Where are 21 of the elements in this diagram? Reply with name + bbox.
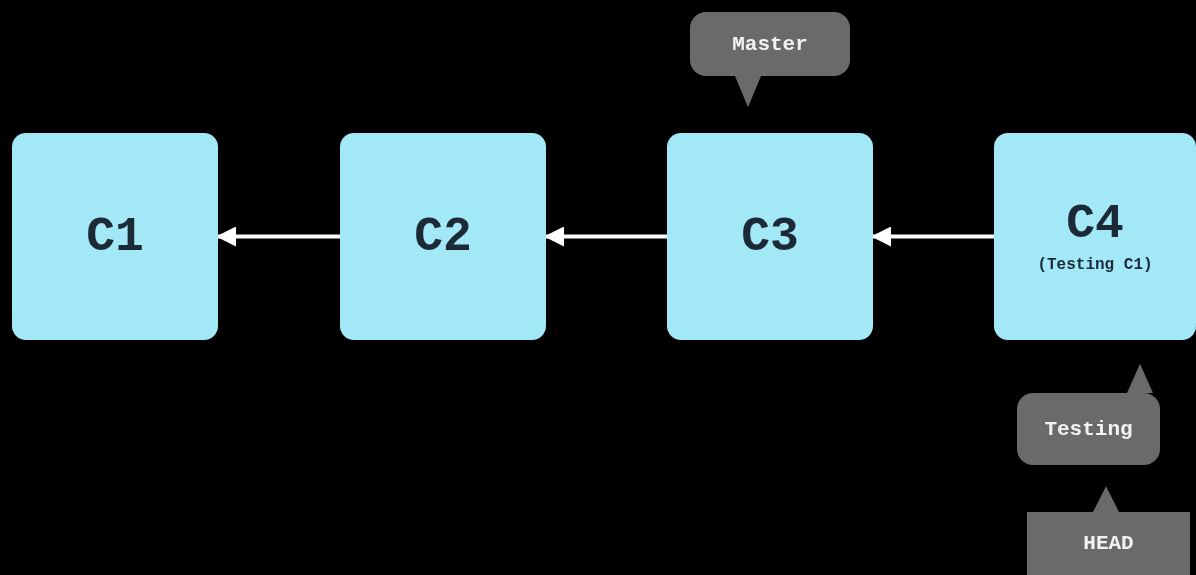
arrow: [544, 226, 667, 247]
commit-note: (Testing C1): [1037, 255, 1153, 274]
arrow: [871, 226, 994, 247]
pointer-tail: [1093, 486, 1119, 512]
pointer-tail: [1127, 363, 1153, 393]
commit-id: C2: [414, 212, 472, 261]
commit-id: C1: [86, 212, 144, 261]
arrow: [216, 226, 340, 247]
branch-name: Testing: [1044, 418, 1133, 440]
branch-label: [1017, 393, 1160, 465]
pointer-tail: [735, 76, 761, 108]
commit-box: [12, 133, 218, 340]
commit-id: C3: [741, 212, 799, 261]
commit-box: [994, 133, 1196, 340]
branch-name: Master: [732, 33, 808, 55]
branch-label: [690, 12, 850, 76]
head-pointer-label: [1027, 512, 1190, 575]
commit-id: C4: [1066, 199, 1124, 248]
commit-box: [667, 133, 873, 340]
branch-name: HEAD: [1083, 533, 1134, 554]
commit-box: [340, 133, 546, 340]
